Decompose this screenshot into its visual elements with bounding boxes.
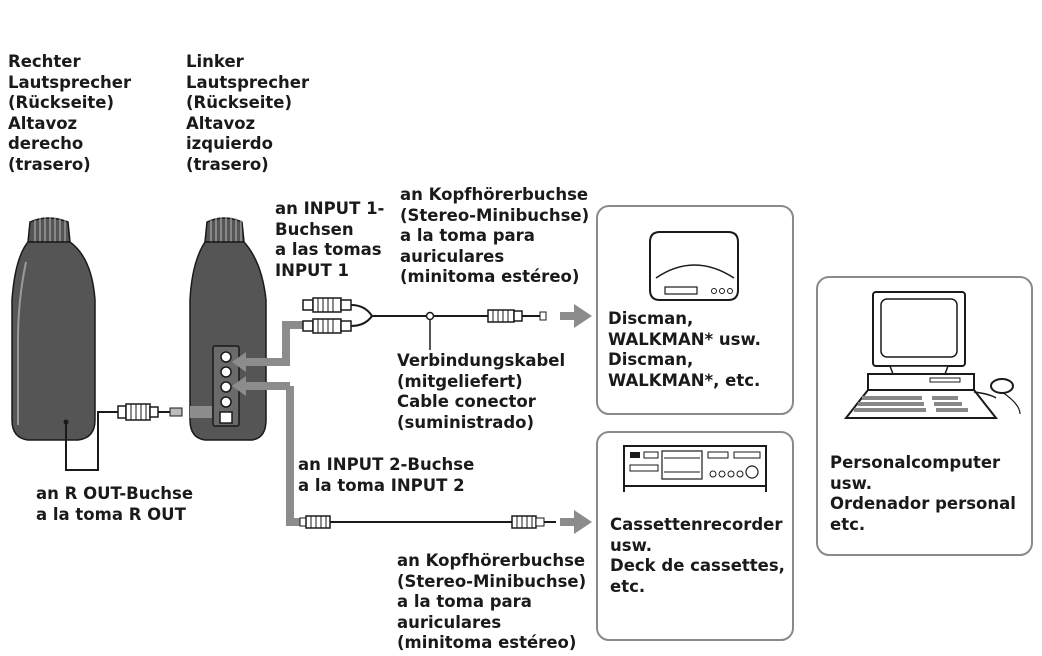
input2-cable	[232, 376, 592, 534]
right-speaker-icon	[11, 217, 96, 441]
headphone-jack-label-bottom: an Kopfhörerbuchse(Stereo-Minibuchse) a …	[397, 551, 587, 653]
computer-icon	[843, 291, 1021, 419]
headphone-jack-label-top: an Kopfhörerbuchse(Stereo-Minibuchse) a …	[400, 185, 590, 287]
cassette-deck-icon	[623, 445, 767, 492]
input1-arrow	[232, 321, 303, 372]
discman-box	[596, 205, 794, 415]
computer-box	[816, 276, 1033, 556]
discman-icon	[649, 231, 739, 301]
left-speaker-icon	[189, 217, 267, 441]
rca-cable	[302, 297, 592, 350]
cassette-box	[596, 431, 794, 641]
discman-label: Discman,WALKMAN* usw. Discman,WALKMAN*, …	[608, 309, 761, 390]
connecting-cable-label: Verbindungskabel(mitgeliefert) Cable con…	[397, 351, 566, 432]
rout-cable	[63, 403, 212, 471]
